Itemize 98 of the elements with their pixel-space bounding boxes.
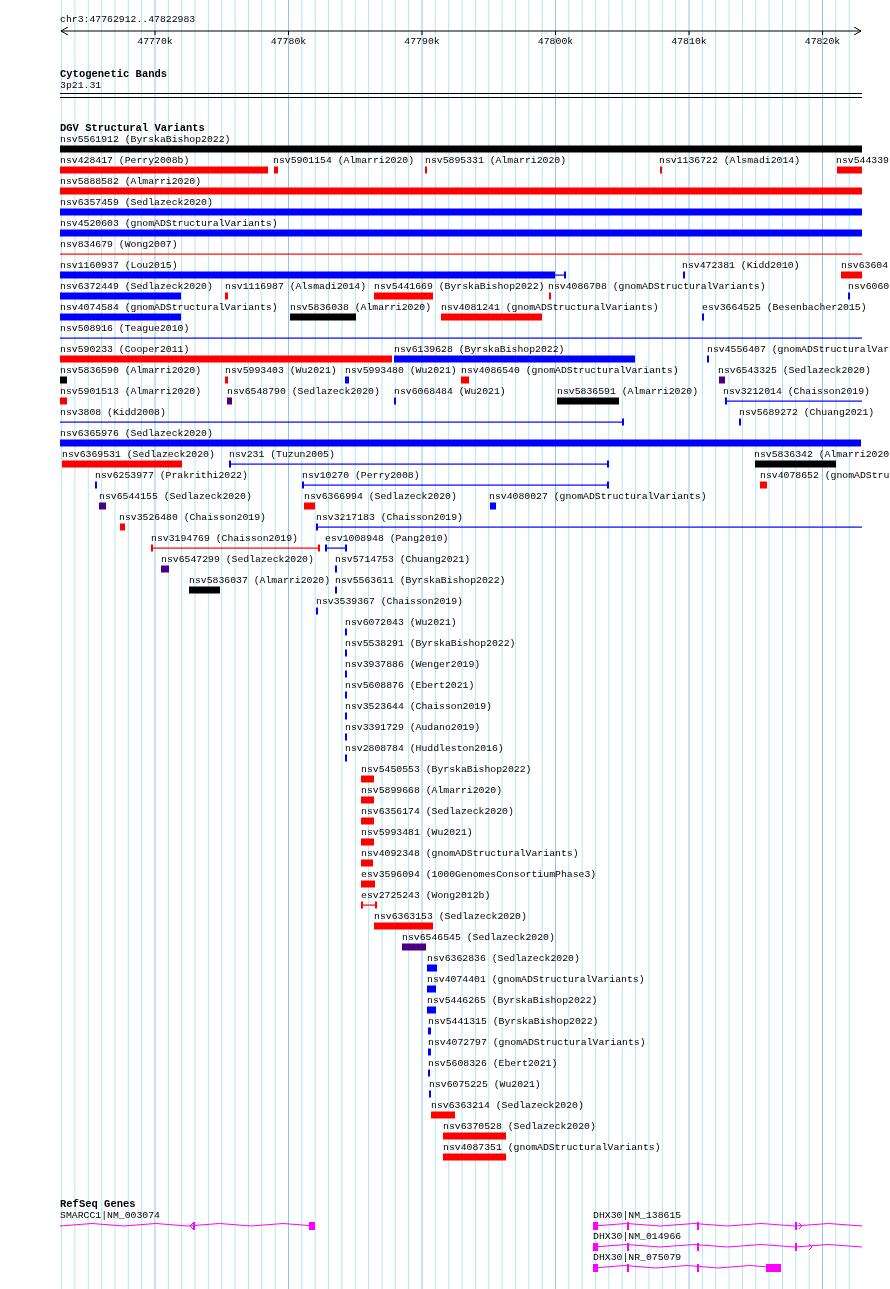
variant-label: nsv6547299 (Sedlazeck2020) [161,554,314,566]
variant-label: nsv6366994 (Sedlazeck2020) [304,491,457,503]
variant-label: nsv6544155 (Sedlazeck2020) [99,491,252,503]
variant-label: nsv6072043 (Wu2021) [345,617,457,629]
variant-label: nsv5888582 (Almarri2020) [60,176,202,188]
track-title: DGV Structural Variants [60,122,205,134]
variant-label: nsv6356174 (Sedlazeck2020) [361,806,514,818]
variant-label: nsv231 (Tuzun2005) [229,449,335,461]
variant-label: nsv4078652 (gnomADStru [760,470,890,482]
gene-label: DHX30|NM_014966 [593,1231,682,1243]
variant-label: nsv5993481 (Wu2021) [361,827,473,839]
gene-label: SMARCC1|NM_003074 [60,1210,160,1222]
variant-label: nsv5836038 (Almarri2020) [290,302,432,314]
variant-label: nsv4086708 (gnomADStructuralVariants) [548,281,766,293]
variant-label: nsv4092348 (gnomADStructuralVariants) [361,848,579,860]
tick-label: 47770k [137,36,173,48]
variant-label: nsv6357459 (Sedlazeck2020) [60,197,213,209]
variant-label: nsv5836037 (Almarri2020) [189,575,331,587]
variant-label: nsv5836591 (Almarri2020) [557,386,699,398]
variant-label: nsv6365976 (Sedlazeck2020) [60,428,213,440]
variant-label: esv3596094 (1000GenomesConsortiumPhase3) [361,869,597,881]
variant-label: nsv3523644 (Chaisson2019) [345,701,492,713]
variant-label: nsv5993480 (Wu2021) [345,365,457,377]
variant-label: nsv5538291 (ByrskaBishop2022) [345,638,516,650]
variant-label: nsv5901513 (Almarri2020) [60,386,202,398]
variant-label: nsv63604 [841,260,889,272]
variant-label: nsv3194769 (Chaisson2019) [151,533,298,545]
variant-label: nsv1136722 (Alsmadi2014) [659,155,801,167]
variant-label: nsv6543325 (Sedlazeck2020) [718,365,871,377]
variant-label: nsv472381 (Kidd2010) [682,260,800,272]
tick-label: 47780k [270,36,307,48]
variant-label: nsv5446265 (ByrskaBishop2022) [427,995,598,1007]
variant-label: nsv4074584 (gnomADStructuralVariants) [60,302,278,314]
variant-label: nsv5836590 (Almarri2020) [60,365,202,377]
variant-label: nsv3539367 (Chaisson2019) [316,596,463,608]
variant-label: nsv508916 (Teague2010) [60,323,190,335]
track-title: RefSeq Genes [60,1198,136,1210]
variant-label: nsv6372449 (Sedlazeck2020) [60,281,213,293]
variant-label: nsv4081241 (gnomADStructuralVariants) [441,302,659,314]
variant-label: nsv6253977 (Prakrithi2022) [95,470,248,482]
variant-label: nsv4520603 (gnomADStructuralVariants) [60,218,278,230]
variant-label: nsv6075225 (Wu2021) [429,1079,541,1091]
variant-label: nsv4072797 (gnomADStructuralVariants) [428,1037,646,1049]
variant-label: nsv6370528 (Sedlazeck2020) [443,1121,596,1133]
variant-label: nsv590233 (Cooper2011) [60,344,190,356]
gene-label: DHX30|NM_138615 [593,1210,682,1222]
band-label: 3p21.31 [60,80,102,92]
variant-label: nsv544339 [836,155,889,167]
tick-label: 47820k [804,36,841,48]
variant-label: nsv6548790 (Sedlazeck2020) [227,386,380,398]
variant-label: nsv5563611 (ByrskaBishop2022) [335,575,506,587]
variant-label: nsv5450553 (ByrskaBishop2022) [361,764,532,776]
variant-label: nsv3212014 (Chaisson2019) [723,386,870,398]
variant-label: nsv5993403 (Wu2021) [225,365,337,377]
variant-label: nsv6362836 (Sedlazeck2020) [427,953,580,965]
variant-label: nsv5689272 (Chuang2021) [739,407,875,419]
variant-label: nsv3217183 (Chaisson2019) [316,512,463,524]
variant-label: nsv5895331 (Almarri2020) [425,155,567,167]
variant-label: nsv5836342 (Almarri2020 [754,449,890,461]
variant-label: nsv1116987 (Alsmadi2014) [225,281,367,293]
variant-label: nsv4087351 (gnomADStructuralVariants) [443,1142,661,1154]
variant-label: nsv6363214 (Sedlazeck2020) [431,1100,584,1112]
variant-label: nsv6546545 (Sedlazeck2020) [402,932,555,944]
variant-label: nsv428417 (Perry2008b) [60,155,190,167]
variant-label: nsv3391729 (Audano2019) [345,722,481,734]
variant-label: nsv5899668 (Almarri2020) [361,785,503,797]
track-title: Cytogenetic Bands [60,68,168,80]
variant-label: nsv3808 (Kidd2008) [60,407,166,419]
tick-label: 47800k [537,36,574,48]
variant-label: nsv5608876 (Ebert2021) [345,680,475,692]
variant-label: nsv5441669 (ByrskaBishop2022) [374,281,545,293]
variant-label: nsv4074401 (gnomADStructuralVariants) [427,974,645,986]
variant-label: esv3664525 (Besenbacher2015) [702,302,867,314]
variant-label: nsv5561912 (ByrskaBishop2022) [60,134,231,146]
variant-label: nsv1160937 (Lou2015) [60,260,178,272]
variant-label: nsv6363153 (Sedlazeck2020) [374,911,527,923]
variant-label: nsv6139628 (ByrskaBishop2022) [394,344,565,356]
variant-label: nsv5441315 (ByrskaBishop2022) [428,1016,599,1028]
locus-label: chr3:47762912..47822983 [60,14,196,26]
variant-label: nsv5901154 (Almarri2020) [273,155,415,167]
variant-label: nsv4080027 (gnomADStructuralVariants) [489,491,707,503]
variant-label: nsv6060 [848,281,890,293]
gene-label: DHX30|NR_075079 [593,1252,682,1264]
variant-label: nsv4086540 (gnomADStructuralVariants) [461,365,679,377]
variant-label: nsv834679 (Wong2007) [60,239,178,251]
tick-label: 47810k [671,36,707,48]
variant-label: nsv3937886 (Wenger2019) [345,659,481,671]
variant-label: nsv10270 (Perry2008) [302,470,420,482]
variant-label: nsv5608326 (Ebert2021) [428,1058,558,1070]
variant-label: nsv5714753 (Chuang2021) [335,554,471,566]
variant-label: nsv4556407 (gnomADStructuralVar [707,344,890,356]
tick-label: 47790k [404,36,440,48]
variant-label: esv2725243 (Wong2012b) [361,890,491,902]
variant-label: nsv6068484 (Wu2021) [394,386,506,398]
variant-label: nsv3526480 (Chaisson2019) [119,512,266,524]
variant-label: esv1008948 (Pang2010) [325,533,449,545]
variant-label: nsv6369531 (Sedlazeck2020) [62,449,215,461]
variant-label: nsv2808784 (Huddleston2016) [345,743,504,755]
